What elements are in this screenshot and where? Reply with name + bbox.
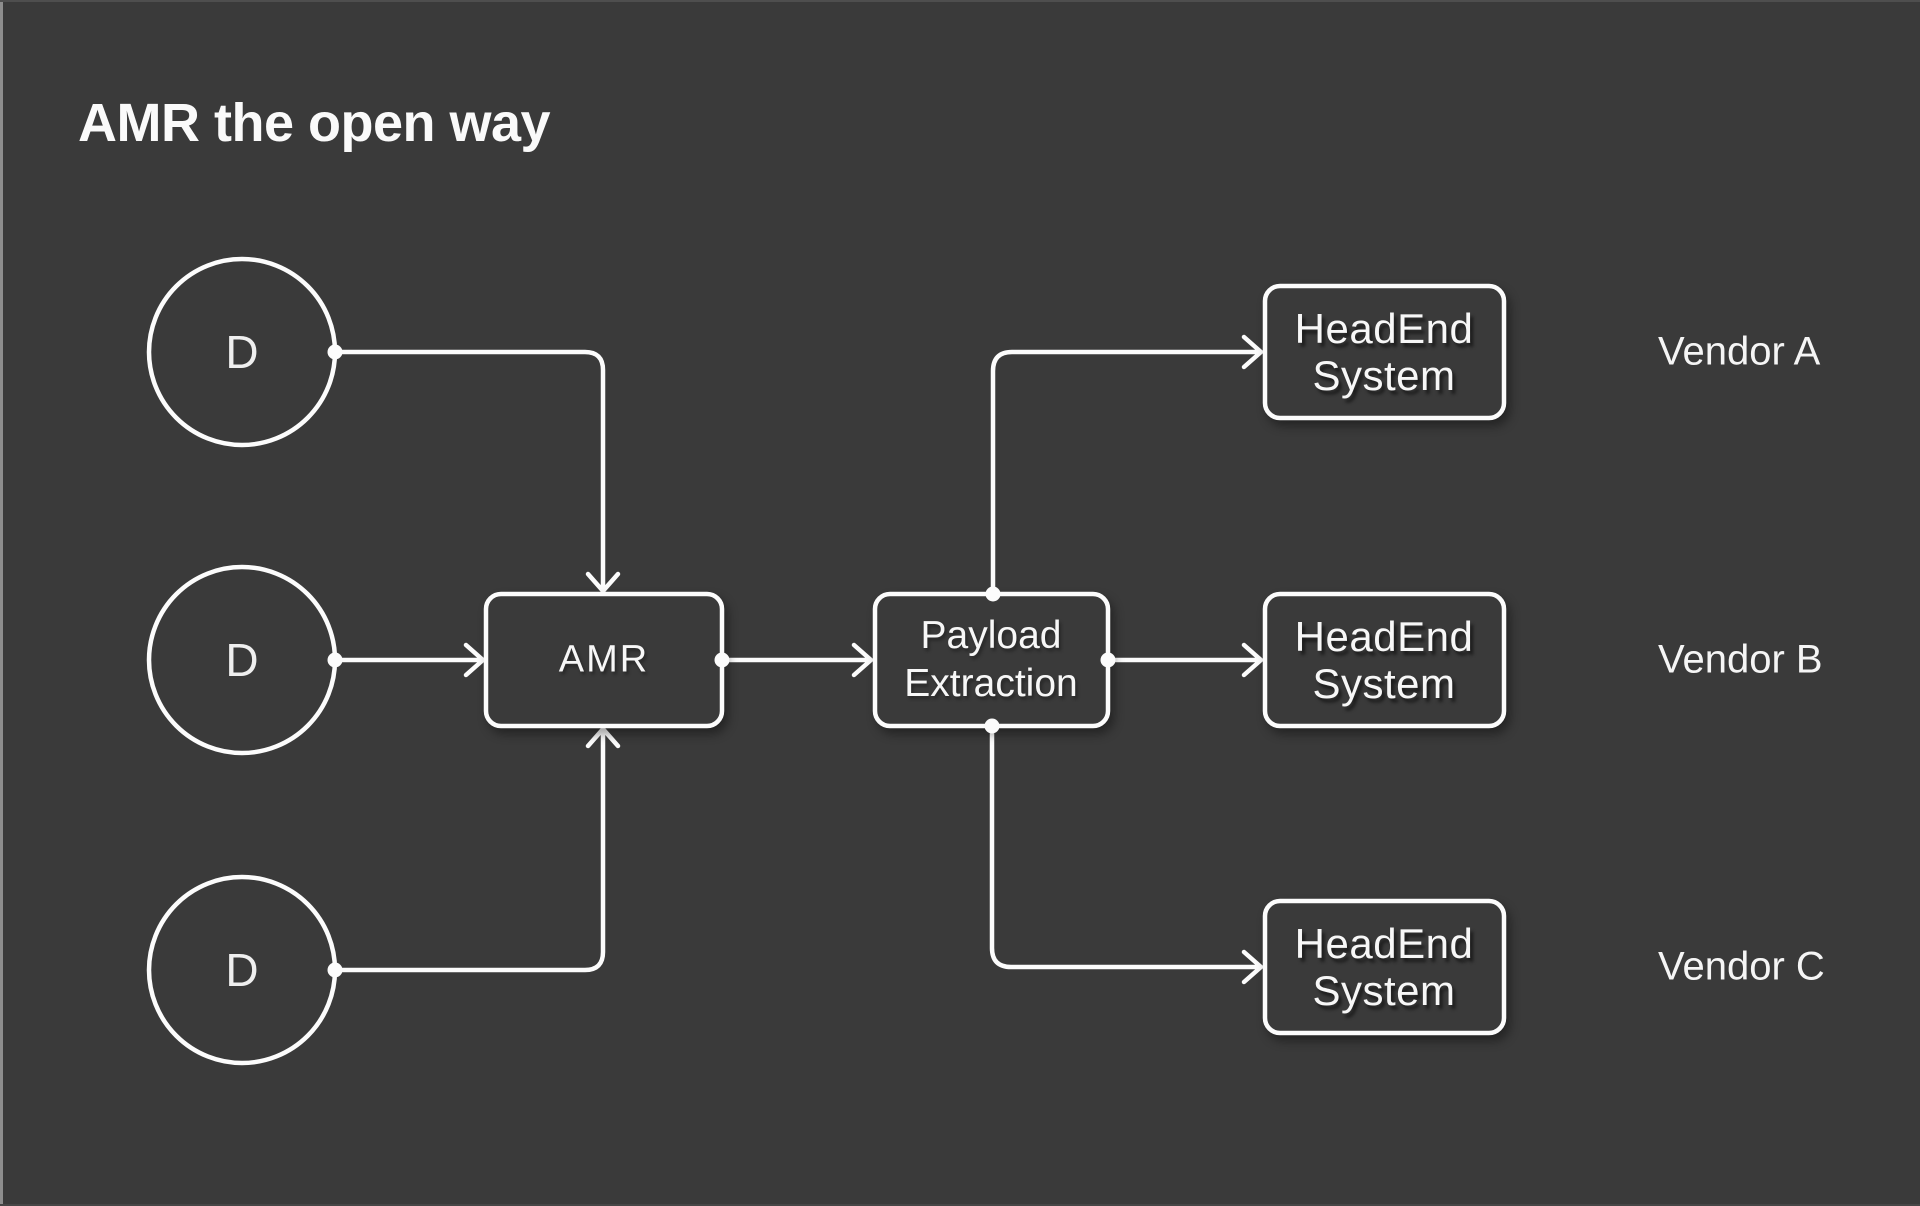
vendor-a-label: Vendor A xyxy=(1658,329,1821,374)
headend-label-b: HeadEnd System xyxy=(1295,613,1474,707)
connector-device3-to-amr xyxy=(332,726,621,973)
device-label-2: D xyxy=(225,634,259,686)
device-label-3: D xyxy=(225,944,259,996)
payload-label-line2: Extraction xyxy=(904,662,1078,705)
connector-payload-to-headend-a xyxy=(990,334,1264,597)
connection-dot xyxy=(714,652,730,668)
connection-dot xyxy=(327,962,343,978)
shapes xyxy=(146,256,1507,1066)
connector-device1-to-amr xyxy=(332,349,621,594)
connector-payload-to-headend-c xyxy=(989,723,1264,985)
headend-b-line1: HeadEnd xyxy=(1294,613,1474,660)
window-edge-bottom xyxy=(0,1204,1920,1206)
vendor-c-label: Vendor C xyxy=(1658,944,1825,989)
headend-b-line2: System xyxy=(1312,660,1456,707)
headend-label-c: HeadEnd System xyxy=(1295,920,1474,1014)
connection-dots xyxy=(327,344,1116,978)
connection-dot xyxy=(985,586,1001,602)
headend-label-a: HeadEnd System xyxy=(1295,305,1474,399)
connection-dot xyxy=(327,344,343,360)
connection-dot xyxy=(1100,652,1116,668)
headend-box-a xyxy=(1262,283,1507,421)
headend-box-c xyxy=(1262,898,1507,1036)
window-edge-left xyxy=(0,0,3,1206)
page-title: AMR the open way xyxy=(78,93,551,153)
connector-amr-to-payload xyxy=(719,642,874,678)
window-edge-top xyxy=(0,0,1920,2)
connection-dot xyxy=(327,652,343,668)
payload-label-line1: Payload xyxy=(920,614,1062,657)
payload-extraction-label: Payload Extraction xyxy=(904,612,1077,708)
headend-a-line2: System xyxy=(1312,352,1456,399)
amr-label: AMR xyxy=(558,638,650,681)
headend-c-line1: HeadEnd xyxy=(1294,920,1474,967)
connection-dot xyxy=(984,718,1000,734)
headend-box-b xyxy=(1262,591,1507,729)
headend-a-line1: HeadEnd xyxy=(1294,305,1474,352)
connector-device2-to-amr xyxy=(332,642,486,678)
device-label-1: D xyxy=(225,326,259,378)
headend-c-line2: System xyxy=(1312,967,1456,1014)
vendor-b-label: Vendor B xyxy=(1658,637,1823,682)
connector-payload-to-headend-b xyxy=(1105,642,1264,678)
connectors xyxy=(332,334,1264,985)
